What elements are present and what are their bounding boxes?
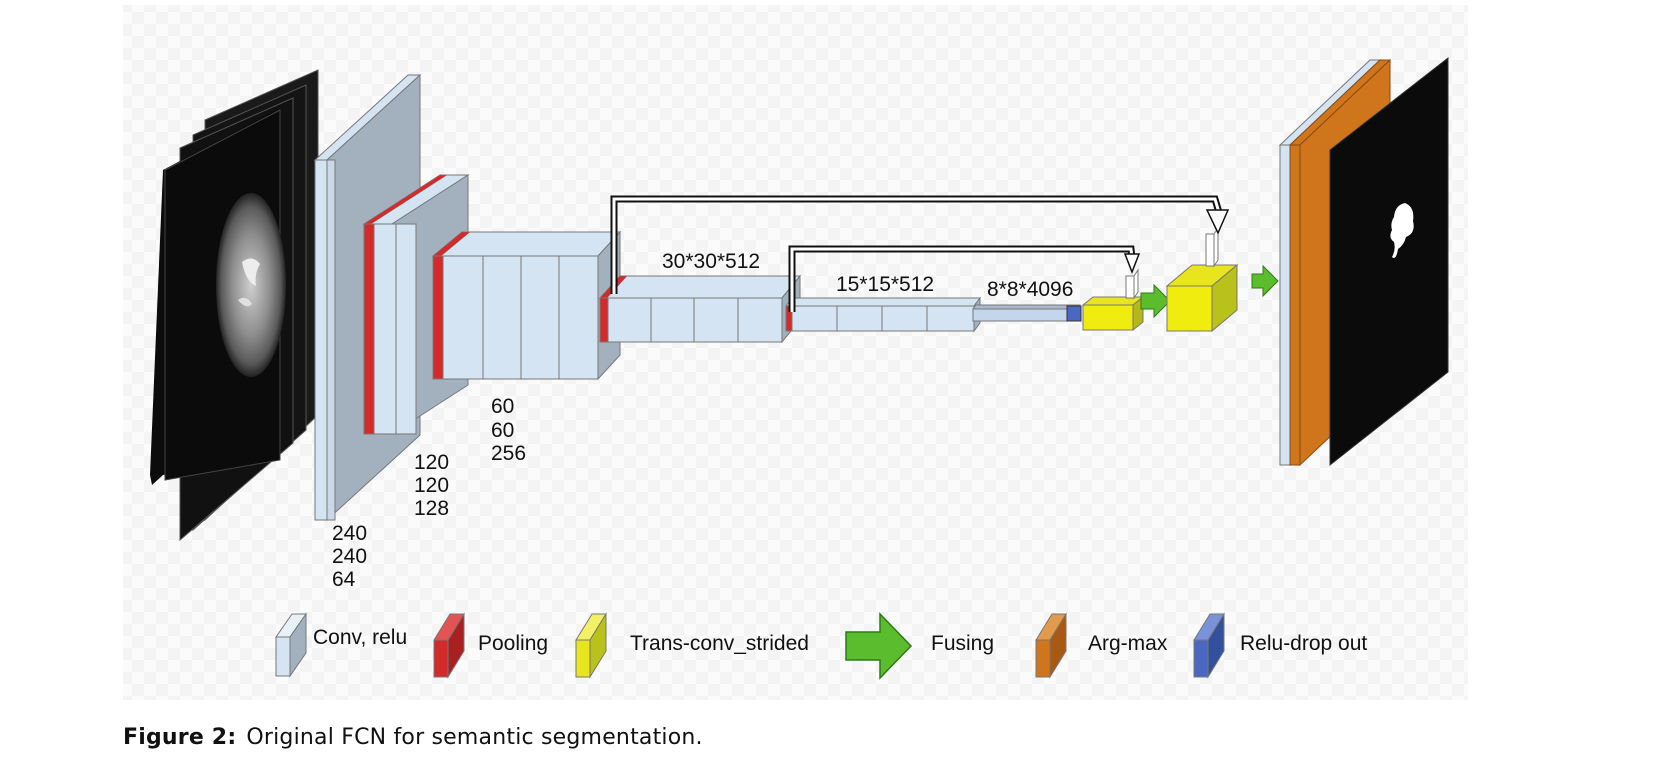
skip-connection-inner: [788, 245, 1141, 312]
svg-text:Trans-conv_strided: Trans-conv_strided: [630, 632, 809, 655]
svg-text:64: 64: [332, 568, 356, 591]
brain-image: [216, 193, 286, 377]
legend-item-relu-dropout: Relu-drop out: [1193, 612, 1367, 679]
dims-fc: 8*8*4096: [987, 278, 1073, 301]
dims-conv3: 60 60 256: [491, 395, 526, 465]
svg-text:240: 240: [332, 522, 367, 545]
svg-text:120: 120: [414, 474, 449, 497]
caption-text: Original FCN for semantic segmentation.: [246, 725, 703, 750]
conv4-block: [598, 274, 802, 344]
svg-text:60: 60: [491, 395, 514, 418]
dims-conv4: 30*30*512: [662, 250, 760, 273]
svg-text:Arg-max: Arg-max: [1088, 632, 1168, 655]
pooling-layer: [363, 223, 375, 435]
legend-item-conv-relu: Conv, relu: [275, 612, 407, 678]
skip-connection-outer: [610, 195, 1230, 294]
fuse-arrow-icon: [1140, 283, 1171, 319]
svg-text:128: 128: [414, 497, 449, 520]
conv5-block: [785, 296, 981, 333]
upsample-large-cube: [1165, 226, 1239, 333]
svg-text:Fusing: Fusing: [931, 632, 994, 655]
svg-text:Conv, relu: Conv, relu: [313, 626, 407, 649]
legend: Conv, relu Pooling Trans-conv_strided Fu…: [275, 612, 1367, 680]
relu-dropout-layer: [1066, 305, 1082, 322]
legend-item-pooling: Pooling: [433, 612, 548, 679]
legend-item-fusing: Fusing: [845, 612, 994, 680]
svg-text:240: 240: [332, 545, 367, 568]
svg-text:256: 256: [491, 442, 526, 465]
svg-text:60: 60: [491, 419, 514, 442]
dims-conv1: 240 240 64: [332, 522, 367, 591]
conv3-block: [431, 230, 622, 381]
fuse-arrow-icon: [1251, 264, 1279, 298]
caption-prefix: Figure 2:: [123, 725, 237, 750]
legend-item-arg-max: Arg-max: [1035, 612, 1168, 679]
segmentation-mask: [1329, 56, 1449, 467]
dims-conv5: 15*15*512: [836, 273, 934, 296]
figure-caption: Figure 2: Original FCN for semantic segme…: [123, 725, 703, 750]
input-mri-stack: [150, 69, 319, 542]
dims-conv2: 120 120 128: [414, 451, 449, 520]
output-stack: [1278, 56, 1449, 467]
fuse-arrow-icon: [845, 612, 913, 680]
svg-text:Pooling: Pooling: [478, 632, 548, 655]
legend-item-trans-conv: Trans-conv_strided: [575, 612, 809, 679]
svg-text:120: 120: [414, 451, 449, 474]
fc-block: [972, 304, 1082, 322]
svg-text:Relu-drop out: Relu-drop out: [1240, 632, 1367, 655]
